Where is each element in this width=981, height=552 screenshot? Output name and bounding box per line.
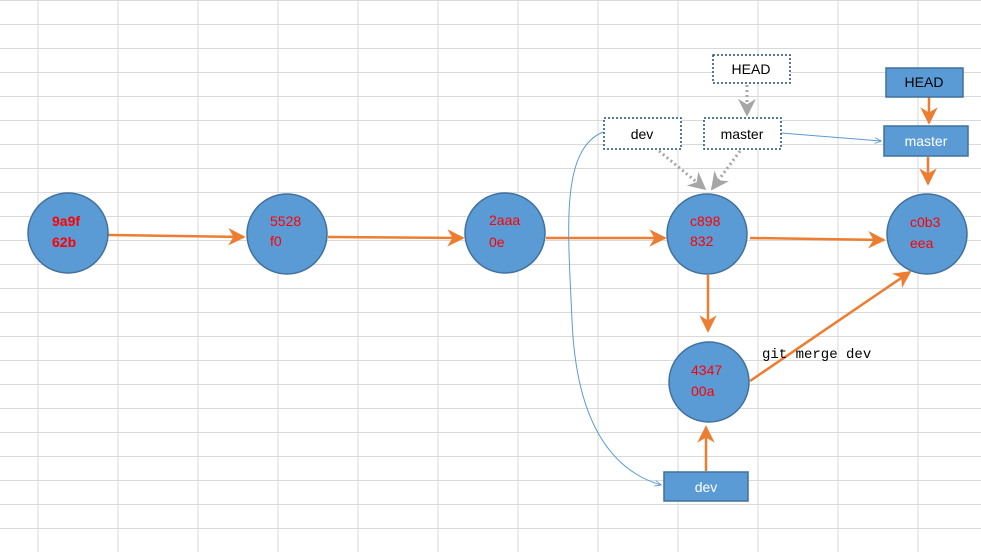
arrow-5528-to-2aaa	[327, 229, 465, 247]
dotted-arrow-dev-to-c898	[658, 149, 707, 191]
commit-circle	[666, 193, 748, 275]
connections	[107, 85, 938, 485]
ref-label: dev	[695, 479, 718, 495]
link-old-dev-to-new-dev	[568, 131, 661, 485]
commit-circle	[668, 341, 750, 423]
commit-id-line-2: 00a	[691, 383, 715, 399]
commit-circle	[464, 192, 546, 274]
new-master-ref: master	[883, 125, 969, 157]
new-dev-ref: dev	[663, 471, 749, 502]
commit-node-2aaa0e: 2aaa 0e	[464, 192, 546, 274]
ref-box	[885, 67, 964, 98]
old-dev-ref: dev	[603, 117, 682, 150]
arrow-c898-to-c0b3	[749, 231, 886, 249]
commit-id-line-2: 62b	[52, 234, 76, 250]
commit-circle	[27, 192, 109, 274]
ref-box	[883, 125, 969, 157]
ref-box	[663, 471, 749, 502]
ref-label: dev	[631, 126, 654, 142]
ref-label: HEAD	[905, 74, 944, 90]
arrow-9a9f-to-5528	[107, 228, 246, 246]
new-head-ref: HEAD	[885, 67, 964, 98]
commit-node-434700a: 4347 00a	[668, 341, 750, 423]
merge-command-label: git merge dev	[762, 347, 871, 363]
commit-id-line-2: f0	[270, 233, 282, 249]
commit-id-line-1: 5528	[270, 213, 301, 229]
dotted-arrow-master-to-c898	[710, 150, 742, 191]
commit-node-c898832: c898 832	[666, 193, 748, 275]
link-old-master-to-new-master	[780, 132, 881, 141]
commit-id-line-1: 2aaa	[489, 212, 520, 228]
commit-id-line-1: 9a9f	[52, 213, 80, 229]
old-head-ref: HEAD	[712, 54, 791, 84]
ref-label: HEAD	[732, 61, 771, 77]
commit-id-line-2: 832	[690, 233, 714, 249]
arrow-4347-to-c0b3	[749, 270, 912, 383]
ref-box	[603, 117, 682, 150]
commit-node-c0b3eea: c0b3 eea	[886, 193, 968, 275]
ref-label: master	[721, 126, 764, 142]
commit-id-line-1: c898	[690, 213, 721, 229]
commit-id-line-1: c0b3	[910, 214, 941, 230]
commit-circle	[246, 193, 328, 275]
ref-label: master	[905, 133, 948, 149]
commit-node-9a9f62b: 9a9f 62b	[27, 192, 109, 274]
commit-id-line-1: 4347	[691, 362, 722, 378]
commit-node-5528f0: 5528 f0	[246, 193, 328, 275]
old-master-ref: master	[703, 117, 782, 150]
commit-id-line-2: 0e	[489, 234, 505, 250]
ref-box	[712, 54, 791, 84]
commit-id-line-2: eea	[910, 235, 934, 251]
commit-circle	[886, 193, 968, 275]
ref-box	[703, 117, 782, 150]
